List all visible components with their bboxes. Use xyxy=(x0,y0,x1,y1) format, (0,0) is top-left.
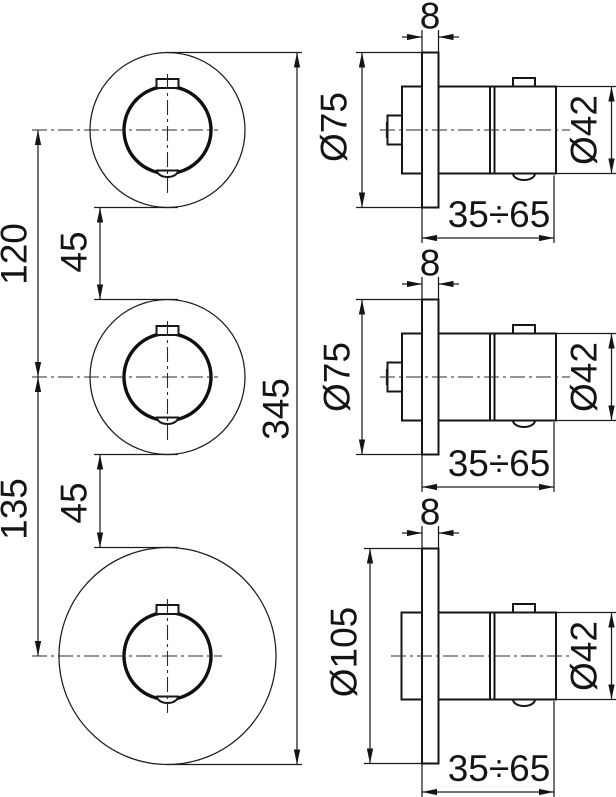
front-view: 120 45 135 45 345 xyxy=(0,51,302,766)
extension-lines-front xyxy=(94,51,302,766)
dim-label-depth-range: 35÷65 xyxy=(448,194,551,235)
dim-label-knob-diameter: Ø42 xyxy=(564,621,605,691)
side-view-middle: 8 Ø75 Ø42 35÷65 xyxy=(317,243,616,492)
side-view-bottom: 8 Ø105 Ø42 35÷65 xyxy=(324,492,616,797)
knob-notch xyxy=(511,419,537,428)
dim-label-45-top: 45 xyxy=(54,231,95,272)
dim-label-depth-range: 35÷65 xyxy=(448,748,551,789)
dim-label-plate-diameter: Ø75 xyxy=(314,92,355,162)
horizontal-center-lines xyxy=(32,129,222,657)
dim-label-depth-range: 35÷65 xyxy=(448,443,551,484)
dim-label-45-bottom: 45 xyxy=(54,482,95,523)
dim-label-knob-diameter: Ø42 xyxy=(564,342,605,412)
dim-label-plate-thickness: 8 xyxy=(420,243,441,284)
dim-label-345: 345 xyxy=(256,378,297,440)
dim-label-plate-thickness: 8 xyxy=(420,0,441,37)
dim-label-120: 120 xyxy=(0,223,35,285)
knob-notch-bottom xyxy=(155,695,180,704)
knob-notch xyxy=(511,698,537,707)
dim-label-135: 135 xyxy=(0,478,35,540)
extension-lines xyxy=(364,526,616,797)
dim-label-plate-thickness: 8 xyxy=(420,492,441,533)
knob-index-tab xyxy=(512,603,536,614)
dim-label-knob-diameter: Ø42 xyxy=(564,95,605,165)
knob-index-tab xyxy=(512,77,536,88)
knob-index-tab xyxy=(512,324,536,335)
knob-notch xyxy=(511,172,537,181)
dim-label-plate-diameter: Ø105 xyxy=(324,607,365,698)
side-view-top: 8 Ø75 Ø42 35÷65 xyxy=(314,0,616,243)
dim-label-plate-diameter: Ø75 xyxy=(317,342,358,412)
